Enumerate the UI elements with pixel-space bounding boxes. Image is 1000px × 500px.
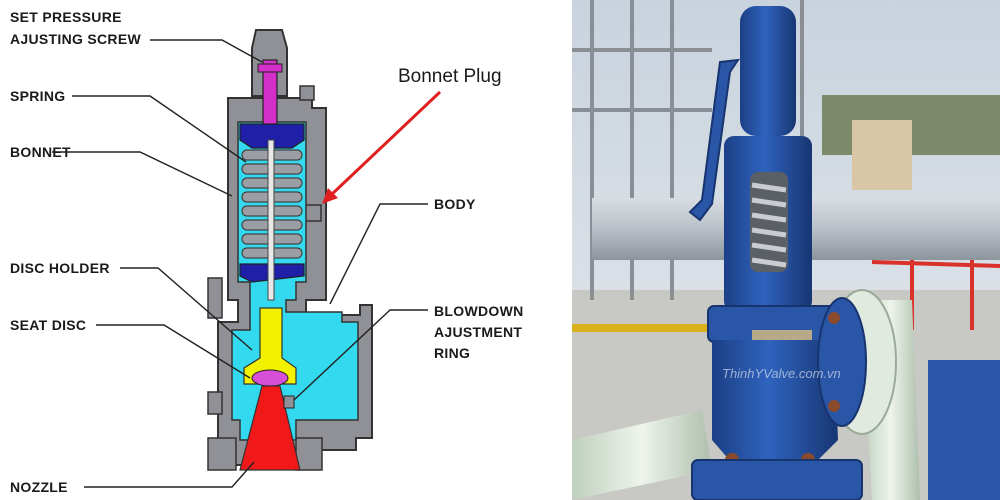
safety-valve-photo: ThinhYValve.com.vn bbox=[572, 0, 1000, 500]
label-spring: SPRING bbox=[10, 88, 65, 104]
label-nozzle: NOZZLE bbox=[10, 479, 68, 495]
label-bonnet-plug: Bonnet Plug bbox=[398, 66, 502, 87]
valve-stem bbox=[267, 139, 275, 301]
label-blowdown-line2: AJUSTMENT bbox=[434, 324, 522, 340]
label-disc-holder: DISC HOLDER bbox=[10, 260, 110, 276]
photo-watermark: ThinhYValve.com.vn bbox=[722, 366, 841, 381]
disc-holder bbox=[243, 307, 297, 385]
photo-valve bbox=[688, 6, 897, 500]
photo-blue-tank bbox=[928, 360, 1000, 500]
seat-disc bbox=[251, 369, 289, 387]
label-blowdown-line1: BLOWDOWN bbox=[434, 303, 524, 319]
blowdown-ring bbox=[283, 395, 295, 409]
photo-building bbox=[852, 120, 912, 190]
label-set-pressure-line2: AJUSTING SCREW bbox=[10, 31, 141, 47]
label-bonnet: BONNET bbox=[10, 144, 71, 160]
label-body: BODY bbox=[434, 196, 476, 212]
leader-lines bbox=[52, 39, 428, 488]
label-blowdown-line3: RING bbox=[434, 345, 470, 361]
upper-spring-cap bbox=[239, 123, 305, 149]
photo-hazard-stripe bbox=[572, 324, 772, 332]
safety-valve-cutaway-diagram: SET PRESSURE AJUSTING SCREW SPRING BONNE… bbox=[10, 9, 524, 495]
photo-green-pipe-left bbox=[572, 410, 712, 500]
adjusting-screw bbox=[257, 59, 283, 125]
photo-spring-coils bbox=[751, 182, 787, 268]
label-seat-disc: SEAT DISC bbox=[10, 317, 86, 333]
label-set-pressure-line1: SET PRESSURE bbox=[10, 9, 122, 25]
bonnet-plug-arrow bbox=[322, 90, 442, 204]
